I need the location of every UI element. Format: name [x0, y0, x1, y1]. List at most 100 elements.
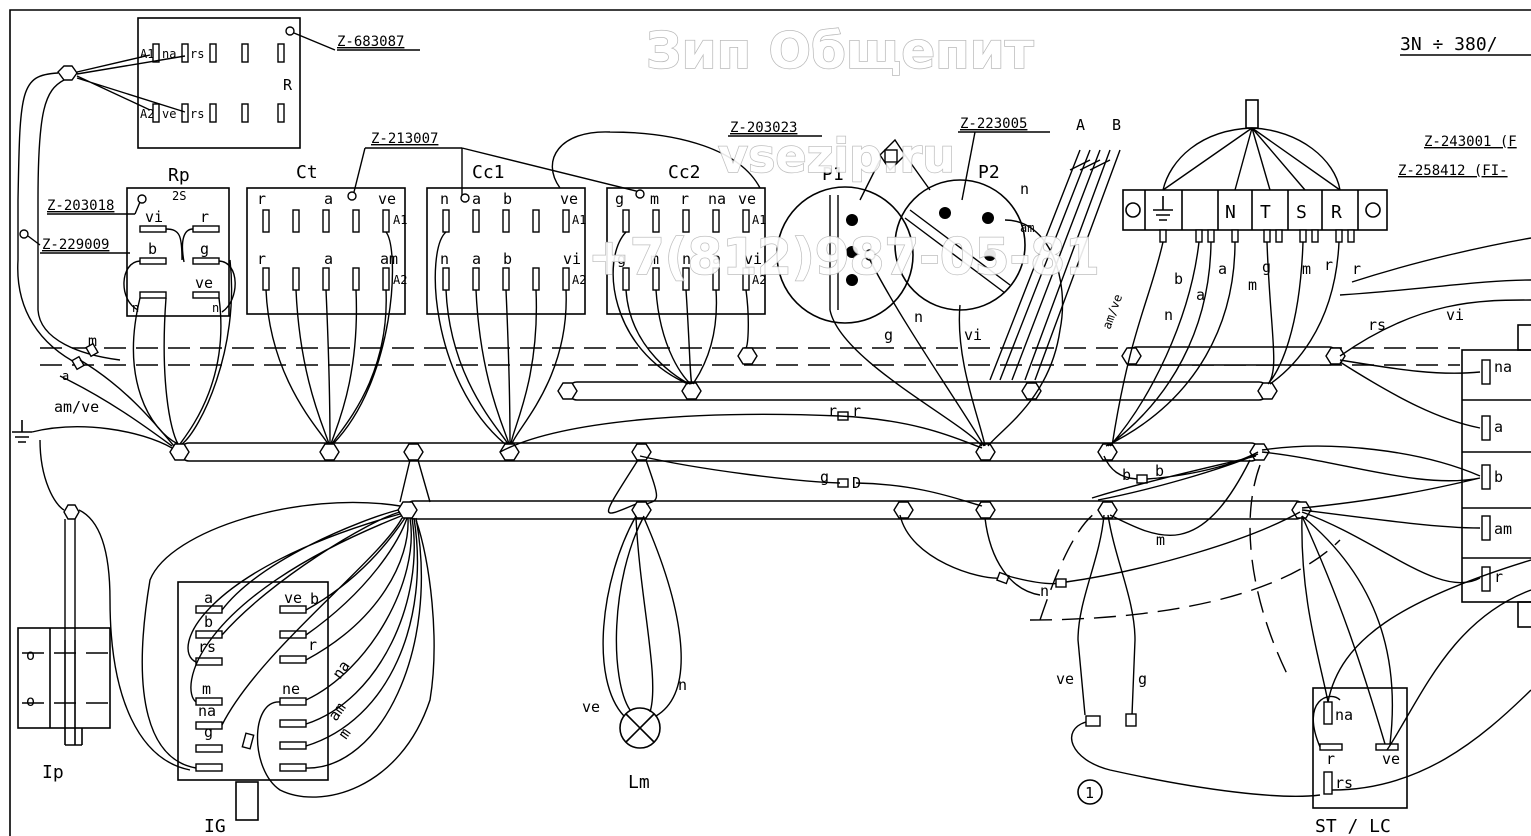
svg-text:r: r	[1352, 260, 1361, 278]
marker-circle	[1077, 779, 1103, 805]
svg-text:g: g	[615, 190, 624, 208]
svg-text:ve: ve	[195, 274, 213, 292]
cc1-label: Cc1	[472, 162, 505, 183]
svg-text:S: S	[1296, 202, 1307, 223]
switch-ip: o o	[17, 504, 111, 746]
svg-text:a: a	[712, 250, 721, 268]
pressure-switch-p1	[776, 186, 914, 324]
watermark-brand: Зип Общепит	[646, 22, 1034, 80]
svg-text:b: b	[503, 190, 512, 208]
terminal-block: N T S R	[1122, 189, 1388, 243]
ig-label: IG	[204, 816, 226, 836]
svg-text:na: na	[708, 190, 726, 208]
rp-label: Rp	[168, 165, 190, 186]
svg-text:ne: ne	[282, 680, 300, 698]
ref-p1: Z-203023	[730, 120, 797, 136]
svg-text:m: m	[1248, 276, 1257, 294]
svg-text:ve: ve	[1382, 750, 1400, 768]
svg-text:b: b	[310, 590, 319, 608]
svg-text:vi: vi	[744, 250, 762, 268]
svg-text:a: a	[472, 190, 481, 208]
watermark-site: vsezip.ru	[718, 129, 955, 183]
ref-terminal-a: Z-243001 (F	[1424, 134, 1517, 150]
relay-label: R	[283, 76, 293, 94]
p1-label: P1	[822, 164, 844, 185]
lamp-lm	[619, 707, 661, 749]
p2-label: P2	[978, 162, 1000, 183]
svg-text:na: na	[1494, 358, 1512, 376]
svg-text:r: r	[1494, 568, 1503, 586]
svg-text:T: T	[1260, 202, 1271, 223]
svg-text:rs: rs	[198, 638, 216, 656]
svg-text:A1: A1	[752, 213, 766, 227]
ref-rp: Z-203018	[47, 198, 114, 214]
svg-text:m: m	[650, 190, 659, 208]
rp-sub-label: 2S	[172, 189, 186, 203]
svg-text:b: b	[503, 250, 512, 268]
svg-text:m: m	[650, 250, 659, 268]
svg-text:na: na	[198, 702, 216, 720]
svg-text:b: b	[1494, 468, 1503, 486]
svg-text:g: g	[884, 326, 893, 344]
ref-terminal-b: Z-258412 (FI-	[1398, 163, 1508, 179]
svg-text:1: 1	[1085, 784, 1094, 802]
harness-bus-4	[1127, 346, 1339, 366]
svg-text:ve: ve	[582, 698, 600, 716]
svg-text:r: r	[257, 190, 266, 208]
svg-text:g: g	[617, 250, 626, 268]
svg-text:a: a	[204, 589, 213, 607]
ip-label: Ip	[42, 762, 64, 783]
svg-text:b: b	[1174, 270, 1183, 288]
svg-text:rs: rs	[190, 107, 204, 121]
svg-text:r: r	[257, 250, 266, 268]
svg-text:n: n	[914, 308, 923, 326]
ct-label: Ct	[296, 162, 318, 183]
cc2-label: Cc2	[668, 162, 701, 183]
svg-text:m: m	[202, 680, 211, 698]
svg-text:ve: ve	[284, 589, 302, 607]
svg-text:vi: vi	[1446, 306, 1464, 324]
svg-text:ve: ve	[560, 190, 578, 208]
svg-text:g: g	[1262, 258, 1271, 276]
svg-text:n: n	[1020, 180, 1029, 198]
svg-text:r: r	[828, 402, 837, 420]
svg-text:n: n	[678, 676, 687, 694]
ref-relay: Z-683087	[337, 34, 404, 50]
svg-text:A2: A2	[572, 273, 586, 287]
svg-text:r: r	[1324, 256, 1333, 274]
svg-text:m: m	[88, 332, 97, 350]
svg-text:g: g	[820, 468, 829, 486]
st-lc-label: ST / LC	[1315, 816, 1391, 836]
feed-b-label: B	[1112, 116, 1121, 134]
svg-text:na: na	[1335, 706, 1353, 724]
svg-text:n: n	[1164, 306, 1173, 324]
svg-text:ve: ve	[162, 107, 176, 121]
svg-text:a: a	[1494, 418, 1503, 436]
svg-text:a: a	[1218, 260, 1227, 278]
svg-text:b: b	[204, 613, 213, 631]
svg-text:n: n	[1040, 582, 1049, 600]
svg-text:ve: ve	[1056, 670, 1074, 688]
svg-text:am: am	[1494, 520, 1512, 538]
ref-rp-alt: Z-229009	[42, 237, 109, 253]
svg-text:ve: ve	[738, 190, 756, 208]
svg-text:na: na	[329, 657, 354, 682]
contactor-cc1: Cc1 n a b ve A1 n a b vi A2	[426, 162, 586, 315]
supply-label: 3N ÷ 380/	[1400, 34, 1498, 55]
svg-text:am/ve: am/ve	[1100, 292, 1126, 331]
svg-text:A1: A1	[140, 47, 154, 61]
svg-text:A1: A1	[572, 213, 586, 227]
lamp-label: Lm	[628, 772, 650, 793]
right-terminal-panel: na a b am r	[1461, 324, 1531, 628]
svg-text:rs: rs	[1368, 316, 1386, 334]
svg-text:am: am	[1020, 221, 1034, 235]
svg-text:a: a	[324, 190, 333, 208]
svg-text:m: m	[1302, 260, 1311, 278]
svg-text:rs: rs	[190, 47, 204, 61]
svg-text:o: o	[26, 646, 35, 664]
svg-text:g: g	[200, 240, 209, 258]
watermark-phone: +7(812)987-05-81	[588, 228, 1100, 286]
svg-text:N: N	[1225, 202, 1236, 223]
ref-p2: Z-223005	[960, 116, 1027, 132]
